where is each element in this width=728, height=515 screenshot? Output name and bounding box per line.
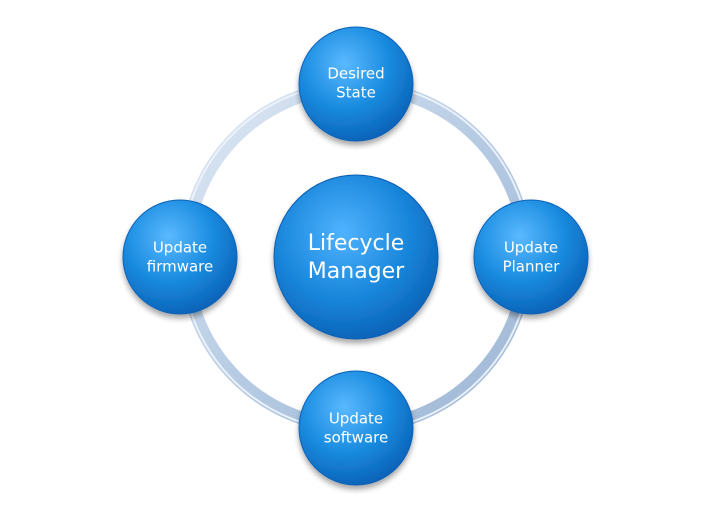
- node-top-label-line2: State: [336, 84, 376, 102]
- node-bottom-label-line1: Update: [329, 410, 383, 428]
- node-center-label-line1: Lifecycle: [308, 231, 405, 256]
- node-left-label-line1: Update: [153, 239, 207, 257]
- node-top: [298, 26, 414, 142]
- node-center-label-line2: Manager: [308, 259, 405, 284]
- node-bottom-label-line2: software: [324, 429, 388, 447]
- node-center: [273, 174, 439, 340]
- node-left-label-line2: firmware: [147, 258, 214, 276]
- node-right-label-line1: Update: [504, 239, 558, 257]
- node-top-label-line1: Desired: [327, 65, 384, 83]
- node-left: [122, 199, 238, 315]
- node-bottom: [298, 370, 414, 486]
- node-right: [473, 199, 589, 315]
- node-right-label-line2: Planner: [503, 258, 561, 276]
